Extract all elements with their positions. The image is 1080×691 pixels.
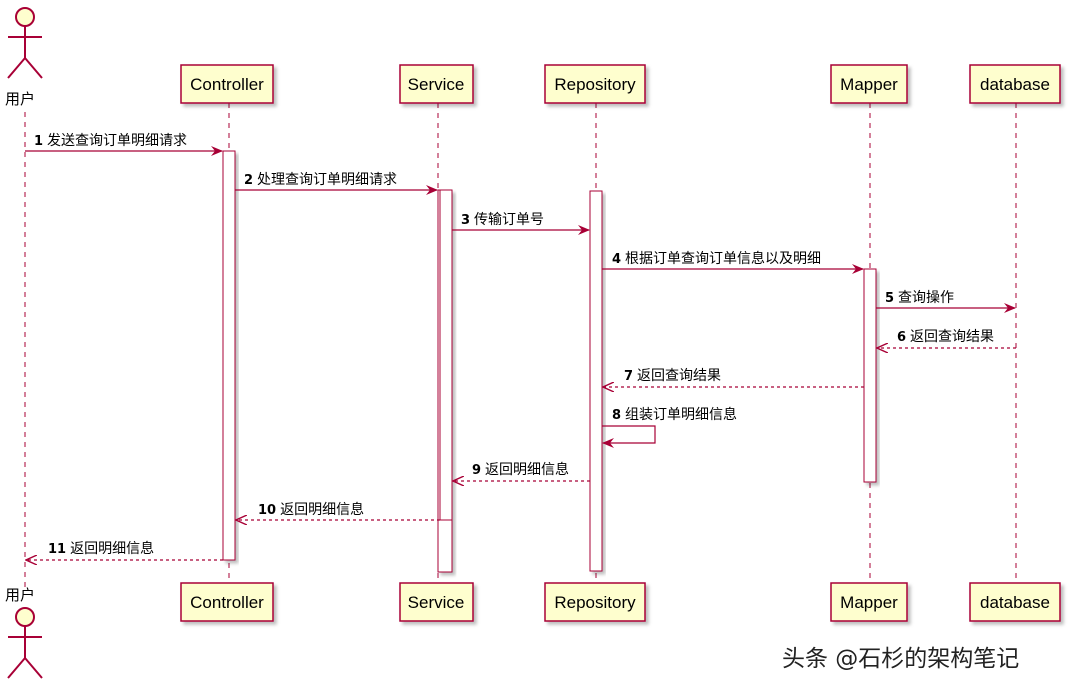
participant-repository-top: Repository bbox=[544, 64, 646, 104]
participant-mapper-bottom: Mapper bbox=[830, 582, 908, 622]
activation-bars bbox=[222, 150, 877, 573]
participant-label: Controller bbox=[190, 593, 264, 612]
actor-user-bottom: 用户 bbox=[5, 586, 43, 679]
participant-boxes-bottom: Controller Service Repository Mapper dat… bbox=[180, 582, 1061, 622]
activation-controller bbox=[222, 150, 236, 561]
participant-label: database bbox=[980, 75, 1050, 94]
participant-label: database bbox=[980, 593, 1050, 612]
participant-label: Service bbox=[408, 593, 465, 612]
participant-label: Repository bbox=[554, 593, 636, 612]
participant-repository-bottom: Repository bbox=[544, 582, 646, 622]
participant-database-top: database bbox=[969, 64, 1061, 104]
actor-label: 用户 bbox=[5, 586, 35, 604]
participant-label: Controller bbox=[190, 75, 264, 94]
actor-user-top: 用户 bbox=[5, 7, 43, 108]
activation-repository bbox=[589, 190, 603, 572]
participant-label: Service bbox=[408, 75, 465, 94]
participant-label: Repository bbox=[554, 75, 636, 94]
participant-label: Mapper bbox=[840, 75, 898, 94]
participant-controller-bottom: Controller bbox=[180, 582, 274, 622]
message-arrow bbox=[602, 425, 656, 448]
participant-database-bottom: database bbox=[969, 582, 1061, 622]
actor-label: 用户 bbox=[5, 90, 35, 108]
activation-mapper bbox=[863, 268, 877, 483]
stick-figure-icon bbox=[7, 607, 43, 679]
activation-service-inner bbox=[439, 189, 453, 521]
participant-service-bottom: Service bbox=[399, 582, 474, 622]
participant-controller-top: Controller bbox=[180, 64, 274, 104]
participant-service-top: Service bbox=[399, 64, 474, 104]
stick-figure-icon bbox=[7, 7, 43, 79]
watermark: 头条 @石杉的架构笔记 bbox=[782, 646, 1019, 672]
participant-boxes-top: Controller Service Repository Mapper dat… bbox=[180, 64, 1061, 104]
participant-label: Mapper bbox=[840, 593, 898, 612]
participant-mapper-top: Mapper bbox=[830, 64, 908, 104]
